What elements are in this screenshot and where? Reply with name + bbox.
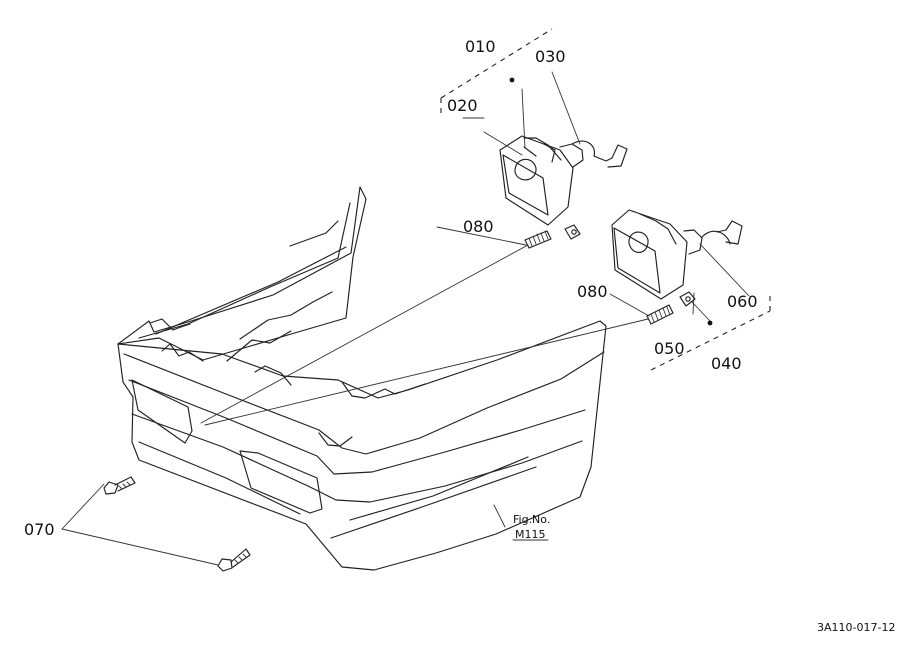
screw-070-lower xyxy=(217,548,251,572)
callout-050: 050 xyxy=(654,339,685,358)
callout-080-lower: 080 xyxy=(577,282,608,301)
callout-080-upper: 080 xyxy=(463,217,494,236)
group-bracket-040 xyxy=(650,295,771,371)
figure-number: M115 xyxy=(515,528,546,541)
callout-040: 040 xyxy=(711,354,742,373)
callout-010: 010 xyxy=(465,37,496,56)
callout-030: 030 xyxy=(535,47,566,66)
leader-lines xyxy=(61,71,750,566)
callout-060: 060 xyxy=(727,292,758,311)
leader-dot-upper xyxy=(509,77,515,83)
figure-label: Fig.No. xyxy=(513,513,550,526)
front-grille-assembly xyxy=(117,186,607,571)
callout-020: 020 xyxy=(447,96,478,115)
group-bracket-010 xyxy=(440,28,553,118)
lamp-assembly-upper xyxy=(499,135,628,240)
screw-070-upper xyxy=(103,476,136,495)
text-underlines xyxy=(462,117,549,541)
leader-dot-lower xyxy=(707,320,713,326)
drawing-code: 3A110-017-12 xyxy=(817,621,895,634)
callout-070: 070 xyxy=(24,520,55,539)
lamp-assembly-lower xyxy=(611,209,743,307)
fastener-080-lower xyxy=(646,304,674,325)
fastener-080-upper xyxy=(524,230,552,249)
